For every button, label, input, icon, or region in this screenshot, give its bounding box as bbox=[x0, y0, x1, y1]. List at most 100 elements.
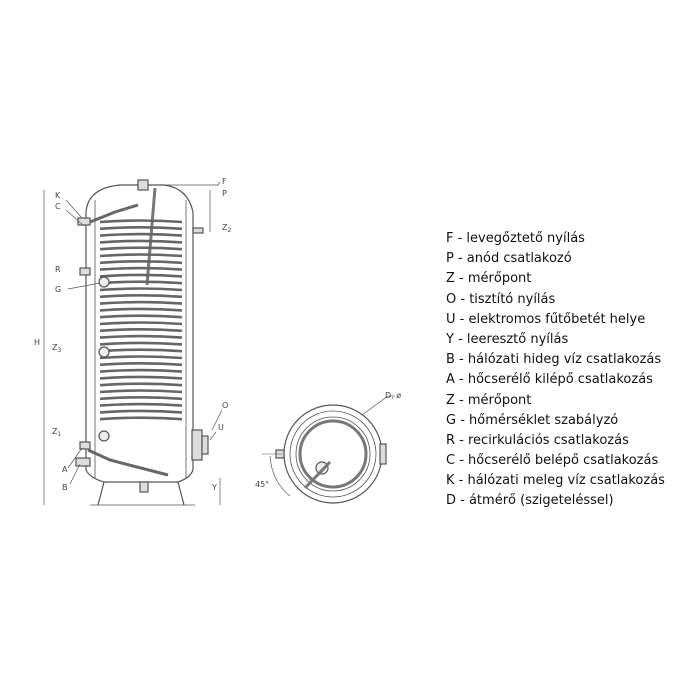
heat-exchanger-coil bbox=[87, 203, 183, 477]
coil-turn bbox=[99, 219, 183, 224]
k-leader bbox=[65, 199, 83, 219]
exchanger-pipe bbox=[303, 460, 332, 490]
legend-item-R: R - recirkulációs csatlakozás bbox=[446, 432, 629, 448]
callout-diameter: D, ø bbox=[385, 391, 401, 400]
legend-item-O: O - tisztító nyílás bbox=[446, 291, 556, 307]
callout-Z1: Z1 bbox=[52, 427, 61, 438]
coil-turn bbox=[99, 402, 183, 407]
legend-item-D: D - átmérő (szigeteléssel) bbox=[446, 493, 614, 509]
sensor-stub-Z2 bbox=[192, 227, 204, 234]
legend-item-B: B - hálózati hideg víz csatlakozás bbox=[446, 352, 662, 368]
callout-Z3: Z3 bbox=[52, 343, 61, 354]
coil-turn bbox=[99, 273, 183, 278]
tank-foot-right bbox=[177, 481, 185, 506]
callout-B: B bbox=[62, 483, 68, 492]
coil-turn bbox=[99, 389, 183, 394]
coil-turn bbox=[99, 307, 183, 312]
inner-coil bbox=[315, 461, 329, 475]
legend-item-Z-2: Z - mérőpont bbox=[446, 392, 532, 408]
callout-F: F bbox=[222, 177, 227, 186]
legend-item-U: U - elektromos fűtőbetét helye bbox=[446, 311, 646, 327]
tank-side-view bbox=[43, 179, 223, 506]
exchanger-inlet-pipe bbox=[89, 203, 139, 224]
diameter-leader bbox=[361, 395, 389, 416]
angle-arc bbox=[269, 455, 291, 497]
coil-turn bbox=[99, 314, 183, 319]
thermostat-sensor-G bbox=[98, 276, 110, 288]
top-view-callouts: D, ø 45° bbox=[255, 391, 401, 489]
coil-turn bbox=[99, 375, 183, 380]
inner-ring bbox=[295, 416, 371, 492]
callout-P: P bbox=[222, 189, 227, 198]
callout-Z2: Z2 bbox=[222, 223, 231, 234]
coil-turn bbox=[99, 355, 183, 360]
tank-outline bbox=[85, 184, 194, 483]
coil-ring bbox=[298, 419, 368, 489]
recirculation-stub-R bbox=[79, 267, 91, 276]
anode-rod bbox=[145, 187, 157, 286]
coil-turn bbox=[99, 226, 183, 231]
coil-turn bbox=[99, 300, 183, 305]
legend-list: F - levegőztető nyílás P - anód csatlako… bbox=[446, 229, 696, 512]
legend-item-P: P - anód csatlakozó bbox=[446, 251, 572, 267]
callout-A: A bbox=[62, 465, 68, 474]
side-view-callouts: F P Z2 K C R G Z3 Z1 O U A B H Y bbox=[34, 177, 231, 492]
callout-K: K bbox=[55, 191, 61, 200]
tank-foot-left bbox=[97, 481, 105, 506]
coil-turn bbox=[99, 260, 183, 265]
callout-C: C bbox=[55, 202, 61, 211]
coil-turn bbox=[99, 294, 183, 299]
hot-water-stub-K bbox=[77, 217, 91, 226]
coil-turn bbox=[99, 348, 183, 353]
coil-turn bbox=[99, 409, 183, 414]
o-leader bbox=[211, 409, 223, 431]
legend-item-C: C - hőcserélő belépő csatlakozás bbox=[446, 453, 659, 469]
cleaning-flange-O bbox=[191, 429, 203, 461]
callout-G: G bbox=[55, 285, 61, 294]
callout-U: U bbox=[218, 423, 224, 432]
sensor-point-Z3 bbox=[98, 346, 110, 358]
coil-turn bbox=[99, 362, 183, 367]
callout-H: H bbox=[34, 338, 40, 347]
callout-R: R bbox=[55, 265, 61, 274]
middle-ring bbox=[289, 410, 377, 498]
coil-turn bbox=[99, 334, 183, 339]
callout-Y: Y bbox=[211, 483, 217, 492]
callout-angle: 45° bbox=[255, 480, 269, 489]
coil-turn bbox=[99, 239, 183, 244]
legend-item-Y: Y - leeresztő nyílás bbox=[446, 331, 569, 347]
coil-turn bbox=[99, 232, 183, 237]
exchanger-out-stub-A bbox=[79, 441, 91, 450]
legend-item-K: K - hálózati meleg víz csatlakozás bbox=[446, 473, 665, 489]
sensor-point-Z1 bbox=[98, 430, 110, 442]
coil-turn bbox=[99, 382, 183, 387]
legend-item-F: F - levegőztető nyílás bbox=[446, 231, 585, 246]
callout-O: O bbox=[222, 401, 228, 410]
cold-water-stub-B bbox=[75, 457, 91, 467]
tank-top-view bbox=[262, 395, 395, 504]
coil-turn bbox=[99, 287, 183, 292]
a-leader bbox=[67, 447, 83, 469]
coil-turn bbox=[99, 396, 183, 401]
exchanger-return-pipe bbox=[87, 448, 169, 477]
coil-turn bbox=[99, 341, 183, 346]
u-leader bbox=[209, 431, 217, 441]
vent-fitting-F bbox=[137, 179, 149, 191]
coil-turn bbox=[99, 253, 183, 258]
drain-fitting-Y bbox=[139, 481, 149, 493]
legend-item-A: A - hőcserélő kilépő csatlakozás bbox=[446, 372, 653, 388]
legend-item-Z: Z - mérőpont bbox=[446, 271, 532, 287]
top-view-flange bbox=[379, 443, 387, 465]
coil-turn bbox=[99, 266, 183, 271]
coil-turn bbox=[99, 280, 183, 285]
coil-turn bbox=[99, 368, 183, 373]
coil-turn bbox=[99, 328, 183, 333]
coil-turn bbox=[99, 246, 183, 251]
b-leader bbox=[69, 463, 81, 485]
heater-flange-U bbox=[201, 435, 209, 455]
f-leader-2 bbox=[217, 181, 221, 186]
legend-item-G: G - hőmérséklet szabályzó bbox=[446, 412, 619, 428]
c-leader bbox=[65, 209, 85, 227]
g-leader bbox=[67, 282, 101, 290]
